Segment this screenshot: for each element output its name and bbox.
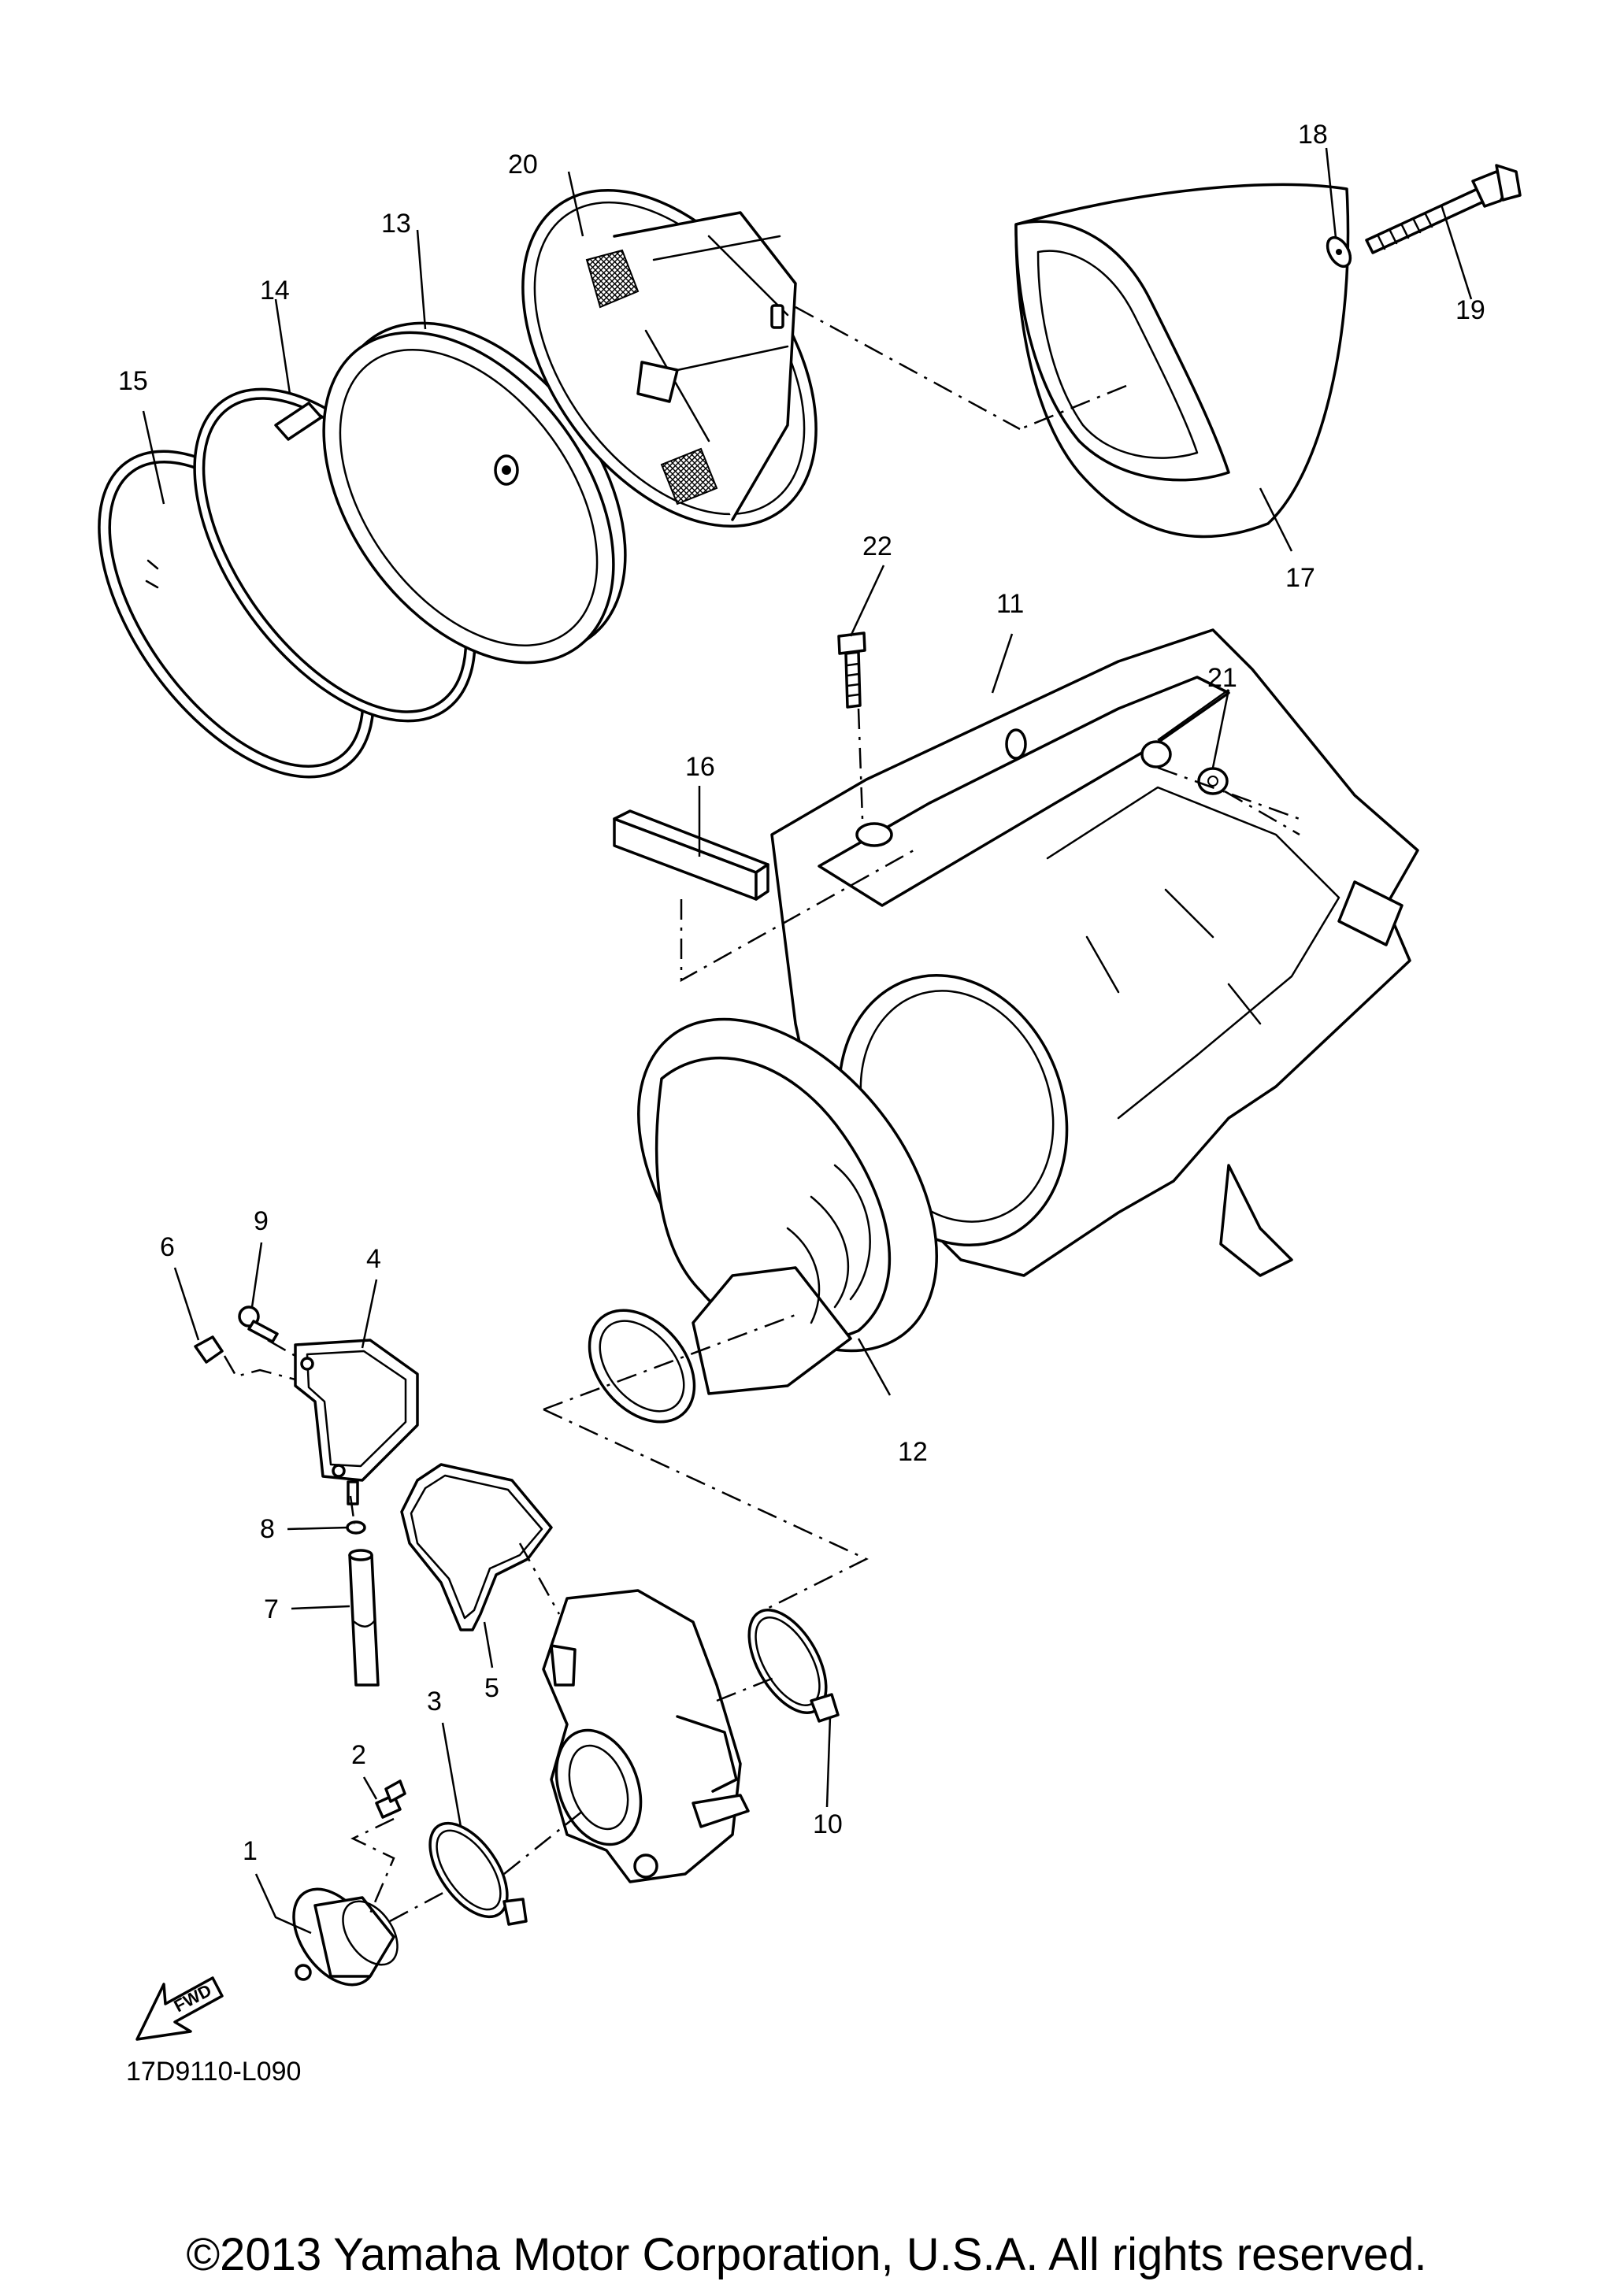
diagram-code: 17D9110-L090 <box>126 2057 302 2087</box>
part-10-clamp <box>747 1609 840 1723</box>
callout-4: 4 <box>366 1244 381 1274</box>
callout-12: 12 <box>898 1437 928 1467</box>
callout-18: 18 <box>1298 120 1328 150</box>
part-17-cover <box>1014 183 1350 539</box>
part-14-clamp <box>193 387 476 723</box>
fwd-arrow-icon: FWD <box>135 1976 224 2041</box>
callout-20: 20 <box>508 150 538 180</box>
carburetor <box>542 1589 750 1883</box>
part-2-bolt <box>375 1779 406 1819</box>
callout-10: 10 <box>813 1809 843 1839</box>
callout-22: 22 <box>862 531 892 561</box>
callout-16: 16 <box>685 752 715 782</box>
callout-1: 1 <box>243 1836 258 1866</box>
callout-3: 3 <box>427 1687 442 1716</box>
part-12-air-joint <box>588 1017 938 1424</box>
callout-9: 9 <box>254 1206 269 1236</box>
callouts: 1 2 3 4 5 6 7 8 9 10 11 12 13 14 15 16 1… <box>118 120 1485 1866</box>
part-13-air-filter <box>322 321 627 665</box>
copyright-notice: ©2013 Yamaha Motor Corporation, U.S.A. A… <box>186 2229 1427 2280</box>
part-16-sponge <box>613 809 769 901</box>
part-15-band <box>98 450 375 779</box>
callout-2: 2 <box>351 1740 366 1770</box>
part-22-bolt <box>837 631 866 709</box>
part-3-clamp <box>428 1821 528 1926</box>
part-7-hose <box>348 1549 380 1687</box>
callout-15: 15 <box>118 366 148 396</box>
callout-8: 8 <box>260 1514 275 1544</box>
callout-17: 17 <box>1285 563 1315 593</box>
part-21-grommets <box>1140 740 1229 795</box>
callout-6: 6 <box>160 1232 175 1262</box>
callout-11: 11 <box>996 589 1024 619</box>
callout-21: 21 <box>1207 663 1237 693</box>
callout-5: 5 <box>484 1673 499 1703</box>
callout-13: 13 <box>381 209 411 239</box>
callout-19: 19 <box>1455 295 1485 325</box>
part-1-intake-boot <box>292 1887 399 1987</box>
part-18-washer <box>1326 235 1352 268</box>
part-19-bolt <box>1365 164 1522 254</box>
part-9-bolt <box>238 1305 279 1343</box>
part-6-fitting <box>194 1335 224 1364</box>
assembly-lines <box>223 306 1300 1923</box>
part-4-cover <box>294 1339 419 1505</box>
part-20-filter-guide <box>521 189 818 528</box>
callout-7: 7 <box>264 1594 279 1624</box>
part-8-clip <box>346 1520 366 1535</box>
callout-14: 14 <box>260 276 290 306</box>
leader-lines <box>142 147 1473 1935</box>
part-5-gasket <box>400 1463 553 1631</box>
